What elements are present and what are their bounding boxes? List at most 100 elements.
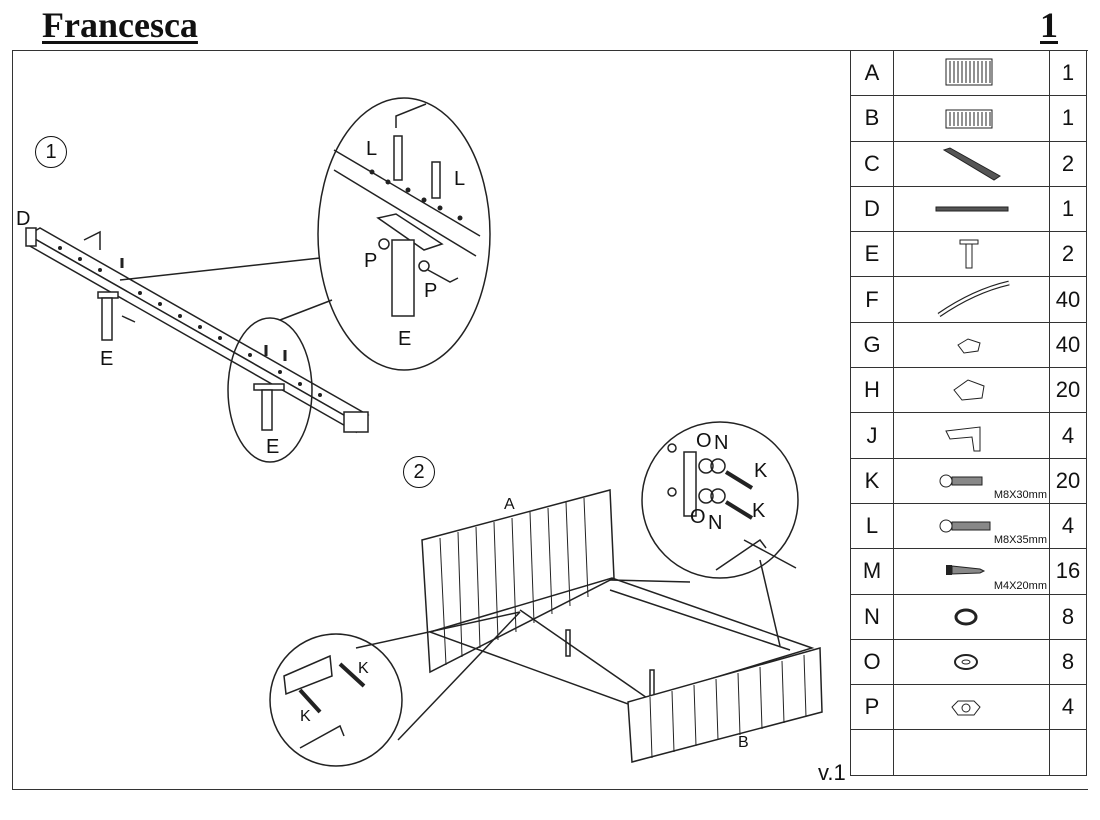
part-quantity: 4 [1049,684,1087,731]
detail-zoom-bottom [269,633,403,767]
part-image [893,729,1050,776]
label-o-2: O [690,506,706,528]
part-image: M4X20mm [893,548,1050,595]
label-e-main: E [100,348,114,370]
version-label: v.1 [818,760,846,785]
part-letter: L [850,502,894,550]
part-letter: O [850,638,894,686]
part-image [893,412,1050,459]
part-image [893,231,1050,278]
flat-washer-icon [954,653,978,670]
part-quantity: 20 [1049,367,1087,414]
part-image [893,638,1050,686]
part-image [893,49,1050,97]
page-number: 1 [1040,5,1058,45]
corner-bracket-icon [945,426,981,452]
support-leg-icon [959,239,979,269]
part-quantity: 1 [1049,185,1087,233]
part-letter: E [850,231,894,278]
part-quantity [1049,729,1087,776]
page-title: Francesca [42,5,198,45]
slat-holder-icon [957,338,981,354]
parts-row: G 40 [850,321,1087,369]
label-k-4: K [300,708,311,725]
bracket-detail-top [667,443,797,571]
part-letter: G [850,321,894,369]
part-letter: A [850,49,894,97]
part-letter: K [850,457,894,504]
label-k-1: K [754,460,768,482]
part-image [893,593,1050,640]
part-size-label: M4X20mm [993,579,1047,592]
bed-frame-drawing [355,489,823,763]
part-quantity: 40 [1049,276,1087,323]
part-size-label: M8X30mm [993,488,1047,501]
footboard-icon [945,109,993,129]
center-beam-icon [935,206,1009,212]
label-n-1: N [714,432,729,454]
hex-nut-icon [951,700,981,716]
bracket-detail-bottom [283,654,366,749]
part-quantity: 16 [1049,548,1087,595]
part-letter: M [850,548,894,595]
part-letter: F [850,276,894,323]
leg-detail-large [333,103,481,317]
part-image [893,185,1050,233]
part-image [893,321,1050,369]
part-quantity: 20 [1049,457,1087,504]
label-n-2: N [708,512,723,534]
detail-zoom-large [317,97,491,371]
detail-zoom-small [227,317,313,463]
part-letter: J [850,412,894,459]
double-slat-holder-icon [953,379,985,401]
long-bolt-icon [939,519,991,533]
slat-icon [937,281,1010,318]
part-image [893,95,1050,142]
parts-row: F 40 [850,276,1087,323]
detail-zoom-top [641,421,799,579]
part-letter: C [850,140,894,187]
part-quantity: 40 [1049,321,1087,369]
part-letter: H [850,367,894,414]
part-image [893,140,1050,187]
part-quantity: 1 [1049,49,1087,97]
parts-row: H 20 [850,367,1087,414]
part-letter: D [850,185,894,233]
part-quantity: 2 [1049,231,1087,278]
drawing-frame [12,50,1088,790]
label-e-zoom: E [398,328,412,350]
part-image [893,684,1050,731]
screw-icon [946,565,986,576]
step-1-badge: 1 [35,136,67,168]
part-quantity: 1 [1049,95,1087,142]
part-letter: B [850,95,894,142]
label-k-3: K [358,660,369,677]
part-image [893,276,1050,323]
part-quantity: 4 [1049,502,1087,550]
step-2-badge: 2 [403,456,435,488]
part-quantity: 8 [1049,638,1087,686]
label-b: B [738,734,749,751]
parts-row [850,729,1087,776]
bolt-icon [939,474,983,488]
part-letter [850,729,894,776]
label-p-1: P [364,250,378,272]
leg-detail-small [253,345,287,431]
center-beam-drawing [25,227,370,434]
headboard-icon [945,58,993,86]
part-image [893,367,1050,414]
spring-washer-icon [954,608,978,626]
part-size-label: M8X35mm [993,534,1047,547]
part-letter: P [850,684,894,731]
